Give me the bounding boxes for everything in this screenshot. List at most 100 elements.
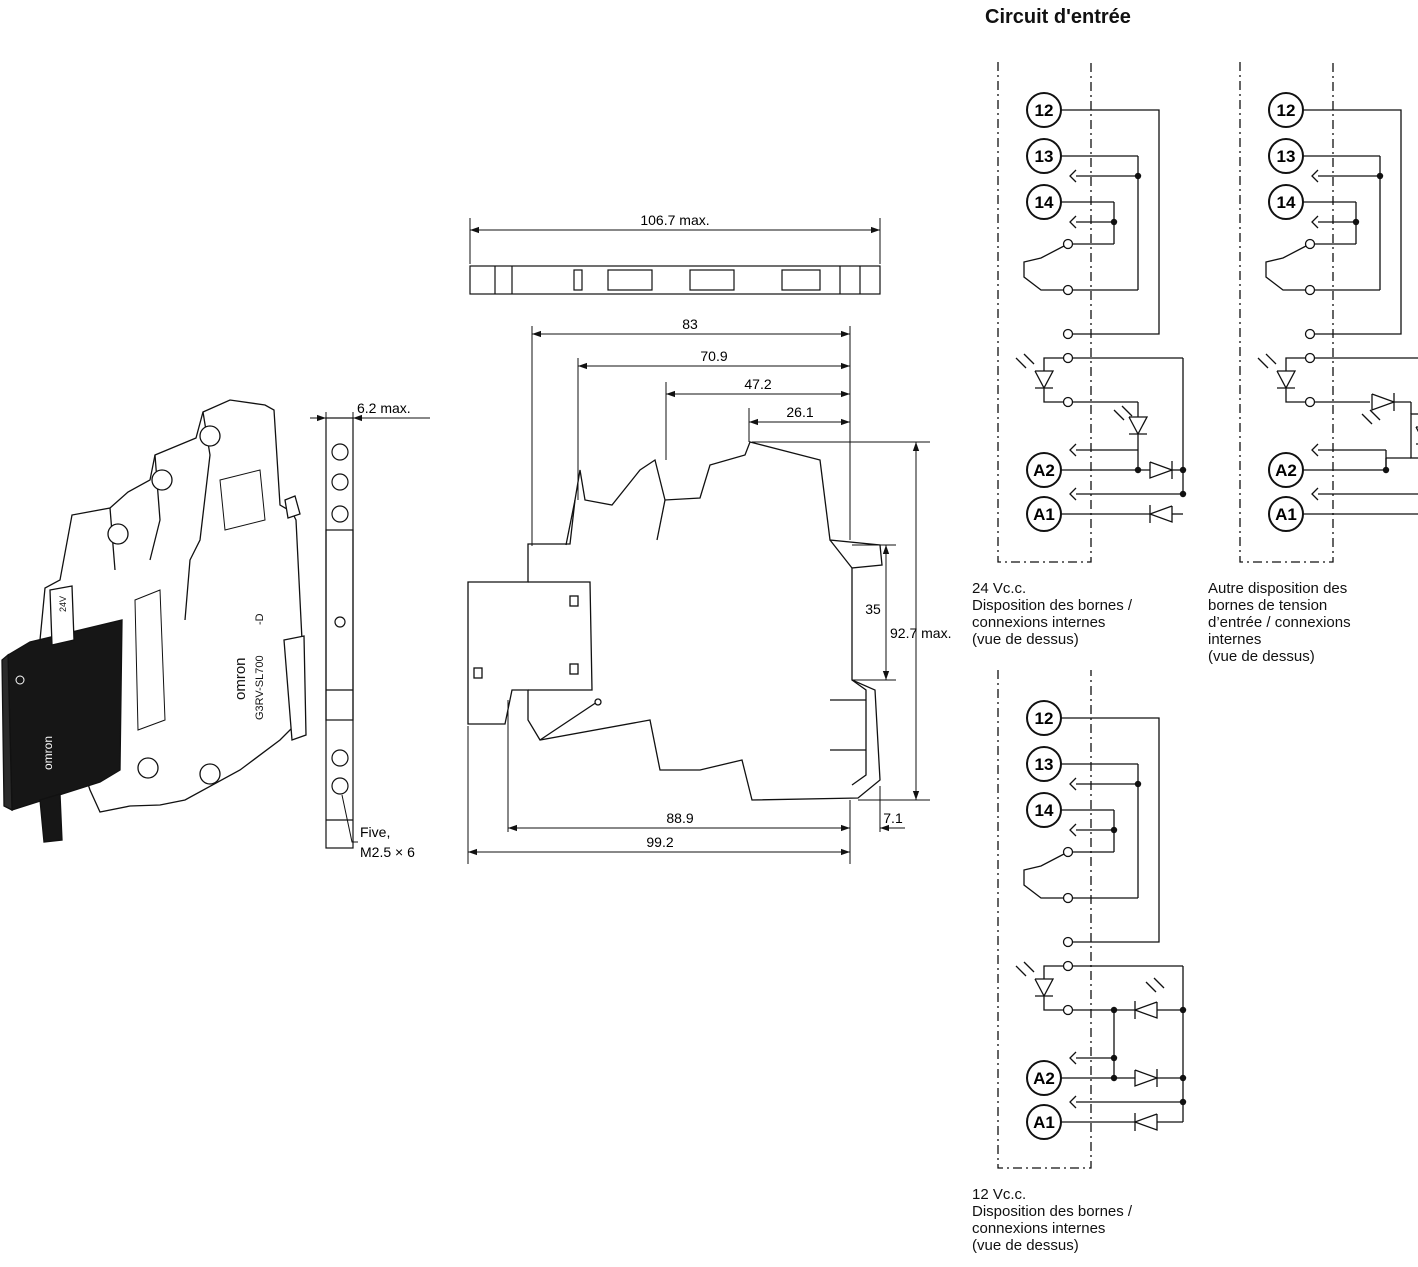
- model-label: G3RV-SL700: [254, 655, 266, 720]
- terminal-label: A2: [1033, 461, 1055, 480]
- contact-point: [1304, 352, 1316, 364]
- wire: [1043, 965, 1064, 979]
- caption-line: bornes de tension: [1208, 597, 1328, 614]
- junction-dot: [1179, 1098, 1187, 1106]
- wire: [1023, 961, 1035, 973]
- terminal-label: 14: [1035, 193, 1054, 212]
- terminal-label: A2: [1033, 1069, 1055, 1088]
- contact-point: [1062, 936, 1074, 948]
- wire: [1149, 461, 1174, 479]
- top-width-label: 106.7 max.: [640, 212, 709, 228]
- junction-dot: [1179, 490, 1187, 498]
- wire: [1069, 823, 1077, 837]
- wire: [1371, 393, 1396, 411]
- contact-point: [1062, 960, 1074, 972]
- housing-outline: [997, 62, 1092, 563]
- wire: [1361, 413, 1373, 425]
- wire: [1285, 388, 1305, 403]
- terminal-label: A2: [1275, 461, 1297, 480]
- wire: [1311, 487, 1319, 501]
- junction-dot: [1110, 1074, 1118, 1082]
- wire: [1061, 109, 1160, 335]
- wire: [1153, 977, 1165, 989]
- terminal-label: 14: [1277, 193, 1296, 212]
- wire: [1265, 245, 1307, 291]
- relay-brand-label: omron: [41, 736, 55, 770]
- wire: [1134, 1069, 1159, 1087]
- terminal-label: A1: [1033, 505, 1055, 524]
- wire: [1303, 109, 1402, 335]
- dim-99-2: 99.2: [646, 834, 673, 850]
- terminal-label: 13: [1035, 147, 1054, 166]
- terminal-label: A1: [1033, 1113, 1055, 1132]
- junction-dot: [1134, 466, 1142, 474]
- wire: [1061, 717, 1160, 943]
- screws-note-line2: M2.5 × 6: [360, 844, 415, 860]
- rectifier-box: [1410, 413, 1418, 459]
- wire: [1069, 443, 1077, 457]
- terminal-label: A1: [1275, 505, 1297, 524]
- side-width-dimension: [310, 412, 430, 422]
- wire: [1285, 357, 1306, 371]
- housing-outline: [1239, 62, 1334, 563]
- wire: [1311, 215, 1319, 229]
- wire: [1069, 169, 1077, 183]
- caption-12vdc: 12 Vc.c. Disposition des bornes / connex…: [972, 1186, 1132, 1254]
- wire: [1069, 1051, 1077, 1065]
- wire: [1121, 405, 1133, 417]
- contact-point: [1304, 328, 1316, 340]
- wire: [1015, 965, 1027, 977]
- wire: [1034, 370, 1055, 390]
- wire: [1043, 388, 1063, 403]
- wire: [1023, 353, 1035, 365]
- wire: [1069, 1095, 1077, 1109]
- caption-line: connexions internes: [972, 1220, 1106, 1237]
- wire: [1257, 357, 1269, 369]
- wire: [1276, 370, 1297, 390]
- dim-7-1: 7.1: [883, 810, 903, 826]
- dim-height: 92.7 max.: [890, 625, 951, 641]
- caption-line: (vue de dessus): [972, 1237, 1079, 1254]
- caption-line: Disposition des bornes /: [972, 597, 1133, 614]
- terminal-label: 14: [1035, 801, 1054, 820]
- caption-line: 24 Vc.c.: [972, 580, 1027, 597]
- contact-point: [1062, 396, 1074, 408]
- junction-dot: [1179, 466, 1187, 474]
- relay-side-view: [325, 417, 354, 849]
- contact-point: [1062, 284, 1074, 296]
- dim-83: 83: [682, 316, 698, 332]
- caption-line: (vue de dessus): [972, 631, 1079, 648]
- terminal-label: 13: [1277, 147, 1296, 166]
- wire: [1069, 777, 1077, 791]
- caption-line: connexions internes: [972, 614, 1106, 631]
- junction-dot: [1179, 1006, 1187, 1014]
- caption-line: Autre disposition des: [1208, 580, 1348, 597]
- screws-note-line1: Five,: [360, 824, 390, 840]
- caption-line: 12 Vc.c.: [972, 1186, 1027, 1203]
- contact-point: [1062, 238, 1074, 250]
- relay-top-view: [469, 265, 881, 295]
- wire: [1133, 1001, 1158, 1019]
- contact-point: [1062, 892, 1074, 904]
- housing-outline: [997, 670, 1092, 1169]
- wire: [1148, 505, 1173, 523]
- contact-point: [1304, 238, 1316, 250]
- junction-dot: [1179, 1074, 1187, 1082]
- terminal-label: 12: [1035, 101, 1054, 120]
- wire: [1069, 215, 1077, 229]
- dim-70-9: 70.9: [700, 348, 727, 364]
- caption-line: d’entrée / connexions: [1208, 614, 1351, 631]
- wire: [1069, 487, 1077, 501]
- wire: [1311, 169, 1319, 183]
- relay-isometric-view: [1, 399, 307, 843]
- contact-point: [1062, 352, 1074, 364]
- dim-26-1: 26.1: [786, 404, 813, 420]
- wire: [1128, 416, 1149, 436]
- wire: [1265, 353, 1277, 365]
- wire: [1113, 409, 1125, 421]
- model-suffix-label: -D: [254, 613, 266, 625]
